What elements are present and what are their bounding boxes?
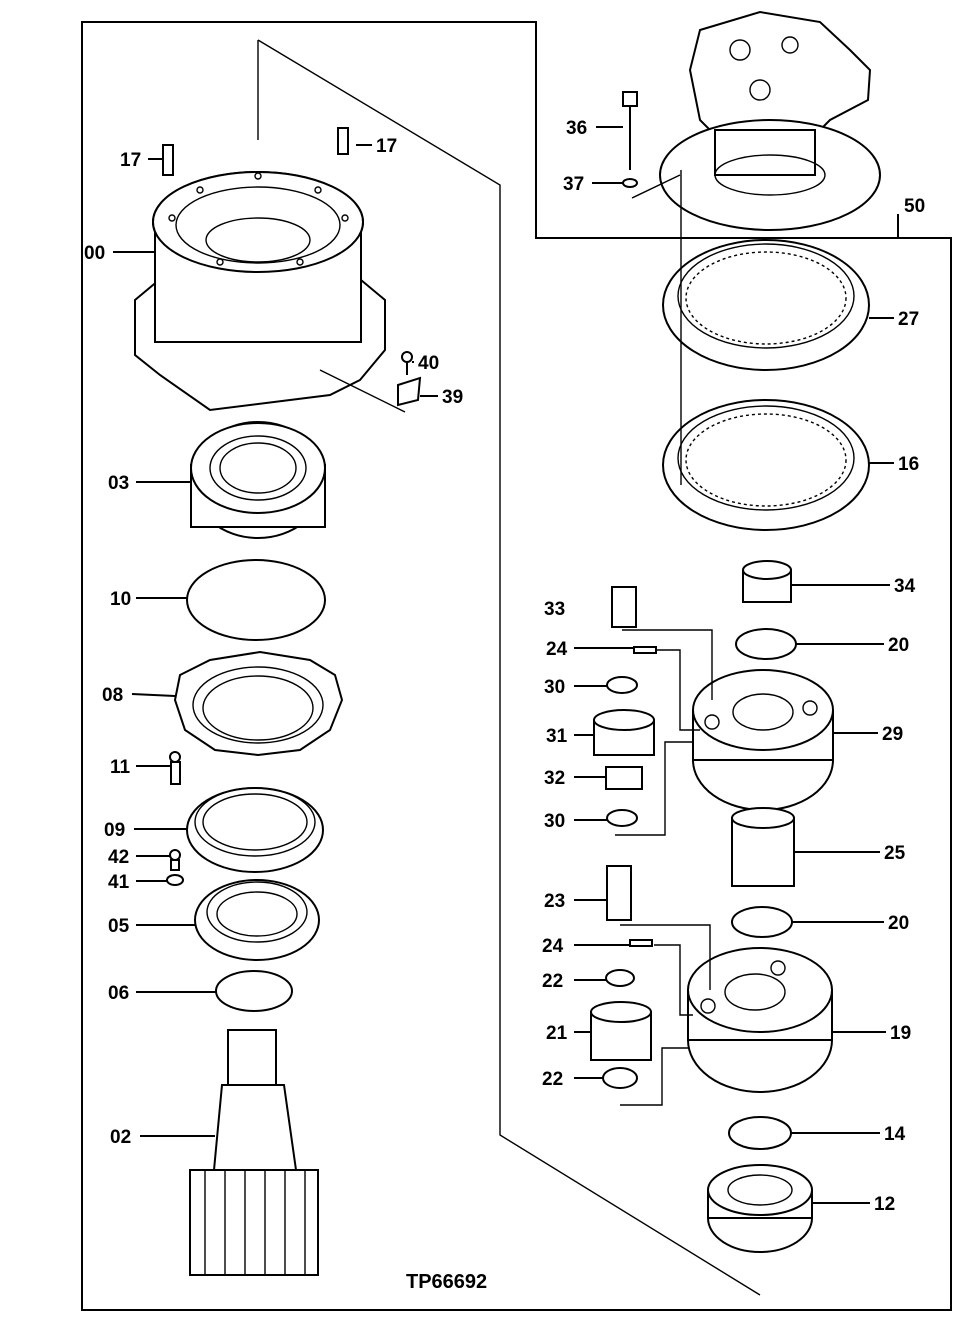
label-p21: 21 xyxy=(546,1023,568,1044)
seal-cover-icon xyxy=(173,650,344,757)
housing-icon xyxy=(134,171,386,412)
label-p25: 25 xyxy=(884,843,906,864)
spring-pin-icon xyxy=(633,646,657,654)
snap-ring-icon xyxy=(728,1116,792,1150)
label-p12: 12 xyxy=(874,1194,895,1215)
bolt-icon xyxy=(169,751,181,785)
guide-line xyxy=(615,741,693,836)
planet-carrier-icon xyxy=(692,669,834,811)
bolt-icon xyxy=(319,351,422,413)
label-p16: 16 xyxy=(898,454,919,475)
label-p14: 14 xyxy=(884,1124,906,1145)
guide-line xyxy=(620,1047,688,1106)
assembly-frame xyxy=(81,21,952,1311)
label-p37: 37 xyxy=(563,174,584,195)
oil-seal-icon xyxy=(186,787,324,873)
washer-icon xyxy=(605,969,635,987)
label-p22b: 22 xyxy=(542,1069,563,1090)
label-p19: 19 xyxy=(890,1023,911,1044)
washer-icon xyxy=(606,809,638,827)
label-p02: 02 xyxy=(110,1127,131,1148)
label-p40: 40 xyxy=(418,353,439,374)
label-p32: 32 xyxy=(544,768,565,789)
label-p22a: 22 xyxy=(542,971,563,992)
label-p17b: 17 xyxy=(376,136,397,157)
label-p50: 50 xyxy=(904,196,925,217)
planet-gear-icon xyxy=(593,709,655,756)
label-p24a: 24 xyxy=(546,639,568,660)
label-p30a: 30 xyxy=(544,677,565,698)
label-p30b: 30 xyxy=(544,811,565,832)
label-p05: 05 xyxy=(108,916,130,937)
spring-pin-icon xyxy=(629,939,653,947)
label-p08: 08 xyxy=(102,685,123,706)
pin-icon xyxy=(162,127,349,176)
washer-icon xyxy=(606,676,638,694)
label-p10: 10 xyxy=(110,589,131,610)
thrust-plate-icon xyxy=(735,628,797,660)
assembly-line-diag-top xyxy=(257,39,761,1296)
sun-gear-icon xyxy=(731,807,795,887)
label-p20b: 20 xyxy=(888,913,909,934)
bearing-icon xyxy=(707,1164,813,1253)
label-p42: 42 xyxy=(108,847,129,868)
needle-bearing-icon xyxy=(605,766,643,790)
label-p24b: 24 xyxy=(542,936,564,957)
guide-line xyxy=(620,924,711,990)
thrust-plate-icon xyxy=(731,906,793,938)
label-p27: 27 xyxy=(898,309,919,330)
guide-line xyxy=(622,629,713,700)
guide-line xyxy=(656,649,700,731)
label-p17a: 17 xyxy=(120,150,141,171)
label-p33: 33 xyxy=(544,599,565,620)
label-p00: 00 xyxy=(84,243,105,264)
swing-motor-icon xyxy=(659,10,881,231)
bearing-icon xyxy=(194,879,320,961)
label-p06: 06 xyxy=(108,983,129,1004)
pin-icon xyxy=(611,586,637,628)
guide-line xyxy=(654,944,693,1016)
leader-lines xyxy=(113,126,899,1204)
bolt-icon xyxy=(622,91,681,199)
ring-gear-icon xyxy=(662,399,870,531)
pin-icon xyxy=(606,865,632,921)
planet-carrier-icon xyxy=(687,947,833,1093)
label-p39: 39 xyxy=(442,387,463,408)
label-p34: 34 xyxy=(894,576,916,597)
sun-gear-icon xyxy=(742,560,792,603)
drawing-reference: TP66692 xyxy=(406,1271,487,1293)
label-p31: 31 xyxy=(546,726,568,747)
planet-gear-icon xyxy=(590,1001,652,1061)
bearing-icon xyxy=(190,421,326,539)
label-p23: 23 xyxy=(544,891,565,912)
label-p03: 03 xyxy=(108,473,129,494)
o-ring-icon xyxy=(186,559,326,641)
label-p11: 11 xyxy=(110,757,131,778)
part-labels: 17 17 00 40 39 03 10 08 11 09 42 41 05 0… xyxy=(84,118,925,1293)
label-p20a: 20 xyxy=(888,635,909,656)
ring-gear-icon xyxy=(662,239,870,371)
washer-icon xyxy=(602,1067,638,1089)
label-p41: 41 xyxy=(108,872,130,893)
label-p09: 09 xyxy=(104,820,125,841)
label-p29: 29 xyxy=(882,724,903,745)
pinion-shaft-icon xyxy=(189,1029,319,1276)
o-ring-icon xyxy=(215,970,293,1012)
label-p36: 36 xyxy=(566,118,587,139)
